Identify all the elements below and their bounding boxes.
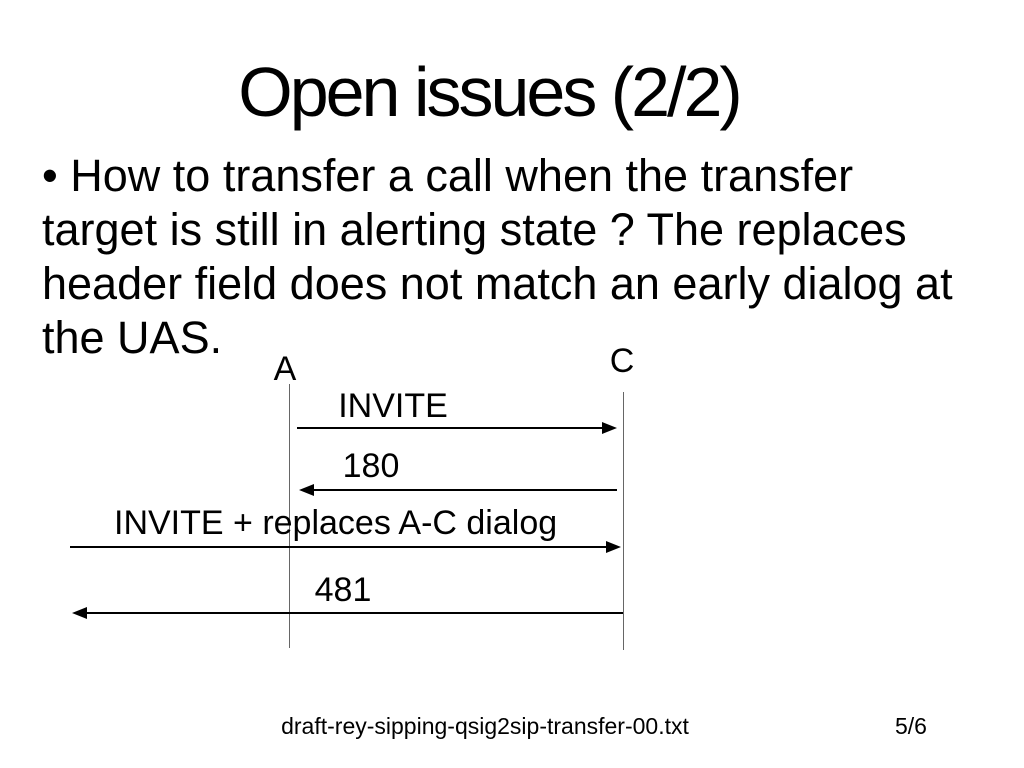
footer-page-number: 5/6 [895, 713, 927, 739]
message-arrow-invite-replaces [70, 546, 609, 548]
message-label-invite-replaces: INVITE + replaces A-C dialog [114, 504, 558, 542]
lifeline-c [623, 392, 624, 650]
message-label-invite: INVITE [338, 387, 448, 425]
bullet-line: header field does not match an early dia… [42, 258, 953, 309]
bullet-paragraph: • How to transfer a call when the transf… [42, 149, 1002, 365]
lifeline-a [289, 384, 290, 648]
arrowhead-left-icon [299, 484, 314, 496]
message-label-481: 481 [314, 571, 372, 609]
participant-label-c: C [609, 342, 635, 380]
bullet-line: • How to transfer a call when the transf… [42, 150, 854, 201]
message-label-180: 180 [342, 447, 400, 485]
arrowhead-right-icon [606, 541, 621, 553]
bullet-line: the UAS. [42, 312, 223, 363]
arrowhead-left-icon [72, 607, 87, 619]
participant-label-a: A [273, 350, 297, 388]
bullet-line: target is still in alerting state ? The … [42, 204, 907, 255]
slide-title: Open issues (2/2) [238, 53, 742, 131]
arrowhead-right-icon [602, 422, 617, 434]
footer-filename: draft-rey-sipping-qsig2sip-transfer-00.t… [281, 713, 689, 739]
message-arrow-481 [86, 612, 623, 614]
message-arrow-180 [313, 489, 617, 491]
message-arrow-invite [297, 427, 605, 429]
